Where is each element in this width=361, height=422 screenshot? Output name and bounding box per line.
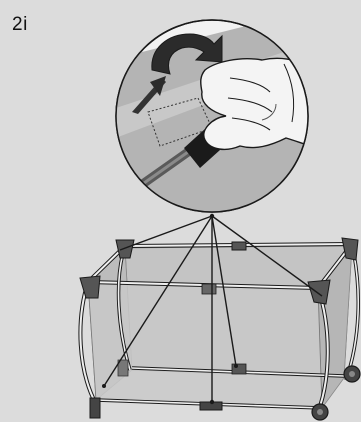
wheel-icon <box>312 404 328 420</box>
detail-magnifier <box>110 20 330 230</box>
hand-icon <box>201 58 330 150</box>
wheel-icon <box>344 366 360 382</box>
